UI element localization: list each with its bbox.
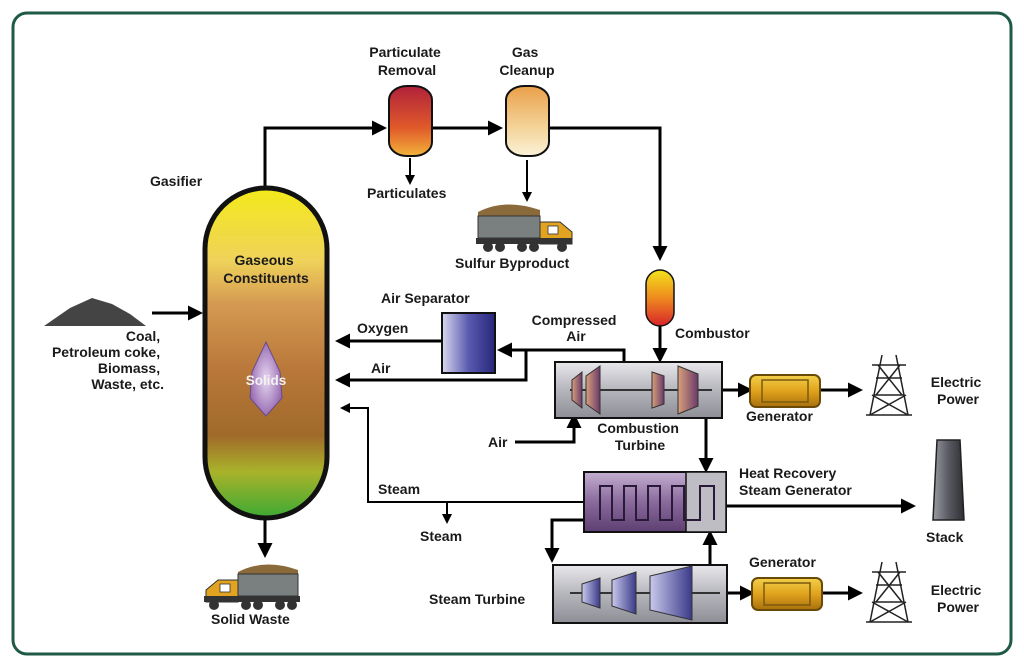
combustion-turbine-label: Combustion Turbine [597, 420, 683, 453]
generator-bottom [751, 577, 823, 611]
generator-top [749, 374, 821, 408]
steam-out-label: Steam [420, 528, 462, 544]
solid-waste-label: Solid Waste [211, 611, 290, 627]
compressed-air-label: Compressed Air [532, 312, 621, 344]
solids-icon [249, 340, 283, 417]
steam-return-line [340, 403, 584, 503]
combustion-turbine [554, 361, 723, 419]
stack-label: Stack [926, 529, 964, 545]
sulfur-truck-icon [476, 204, 573, 252]
syngas-line-3 [549, 126, 668, 261]
feed-pile-icon [44, 298, 146, 326]
feed-label: Coal, Petroleum coke, Biomass, Waste, et… [52, 328, 164, 392]
oxygen-label: Oxygen [357, 320, 408, 336]
combustor-label: Combustor [675, 325, 750, 341]
steam-turbine [552, 564, 728, 624]
air-gasifier-line [335, 350, 528, 388]
air-inlet-label: Air [488, 434, 508, 450]
hrsg [583, 471, 727, 533]
electric-power-top-label: Electric Power [931, 374, 985, 407]
syngas-line-1 [263, 120, 387, 190]
electric-power-bottom-label: Electric Power [931, 582, 985, 615]
solid-waste-truck-icon [204, 564, 300, 610]
transmission-tower-bottom-icon [866, 561, 912, 623]
particulate-removal-label: Particulate Removal [369, 44, 444, 78]
air-inlet-line [515, 413, 582, 444]
stack-icon [932, 439, 965, 521]
air-separator-label: Air Separator [381, 290, 470, 306]
particulates-label: Particulates [367, 185, 447, 201]
steam-return-label: Steam [378, 481, 420, 497]
gaseous-constituents-label: Gaseous Constituents [223, 252, 309, 286]
transmission-tower-top-icon [866, 354, 912, 416]
sulfur-byproduct-label: Sulfur Byproduct [455, 255, 570, 271]
particulate-removal-vessel [388, 85, 433, 157]
gas-cleanup-vessel [505, 85, 550, 157]
generator-bottom-label: Generator [749, 554, 816, 570]
combustor-vessel [645, 269, 675, 327]
gasifier [202, 185, 330, 521]
generator-top-label: Generator [746, 408, 813, 424]
air-gasifier-label: Air [371, 360, 391, 376]
gasifier-label: Gasifier [150, 173, 203, 189]
hrsg-label: Heat Recovery Steam Generator [739, 465, 852, 498]
hrsg-steamturbine-line [544, 518, 584, 563]
air-separator-box [441, 312, 496, 374]
gas-cleanup-label: Gas Cleanup [499, 44, 554, 78]
steam-turbine-label: Steam Turbine [429, 591, 525, 607]
compressed-air-line [497, 342, 626, 362]
solids-label: Solids [246, 373, 287, 388]
